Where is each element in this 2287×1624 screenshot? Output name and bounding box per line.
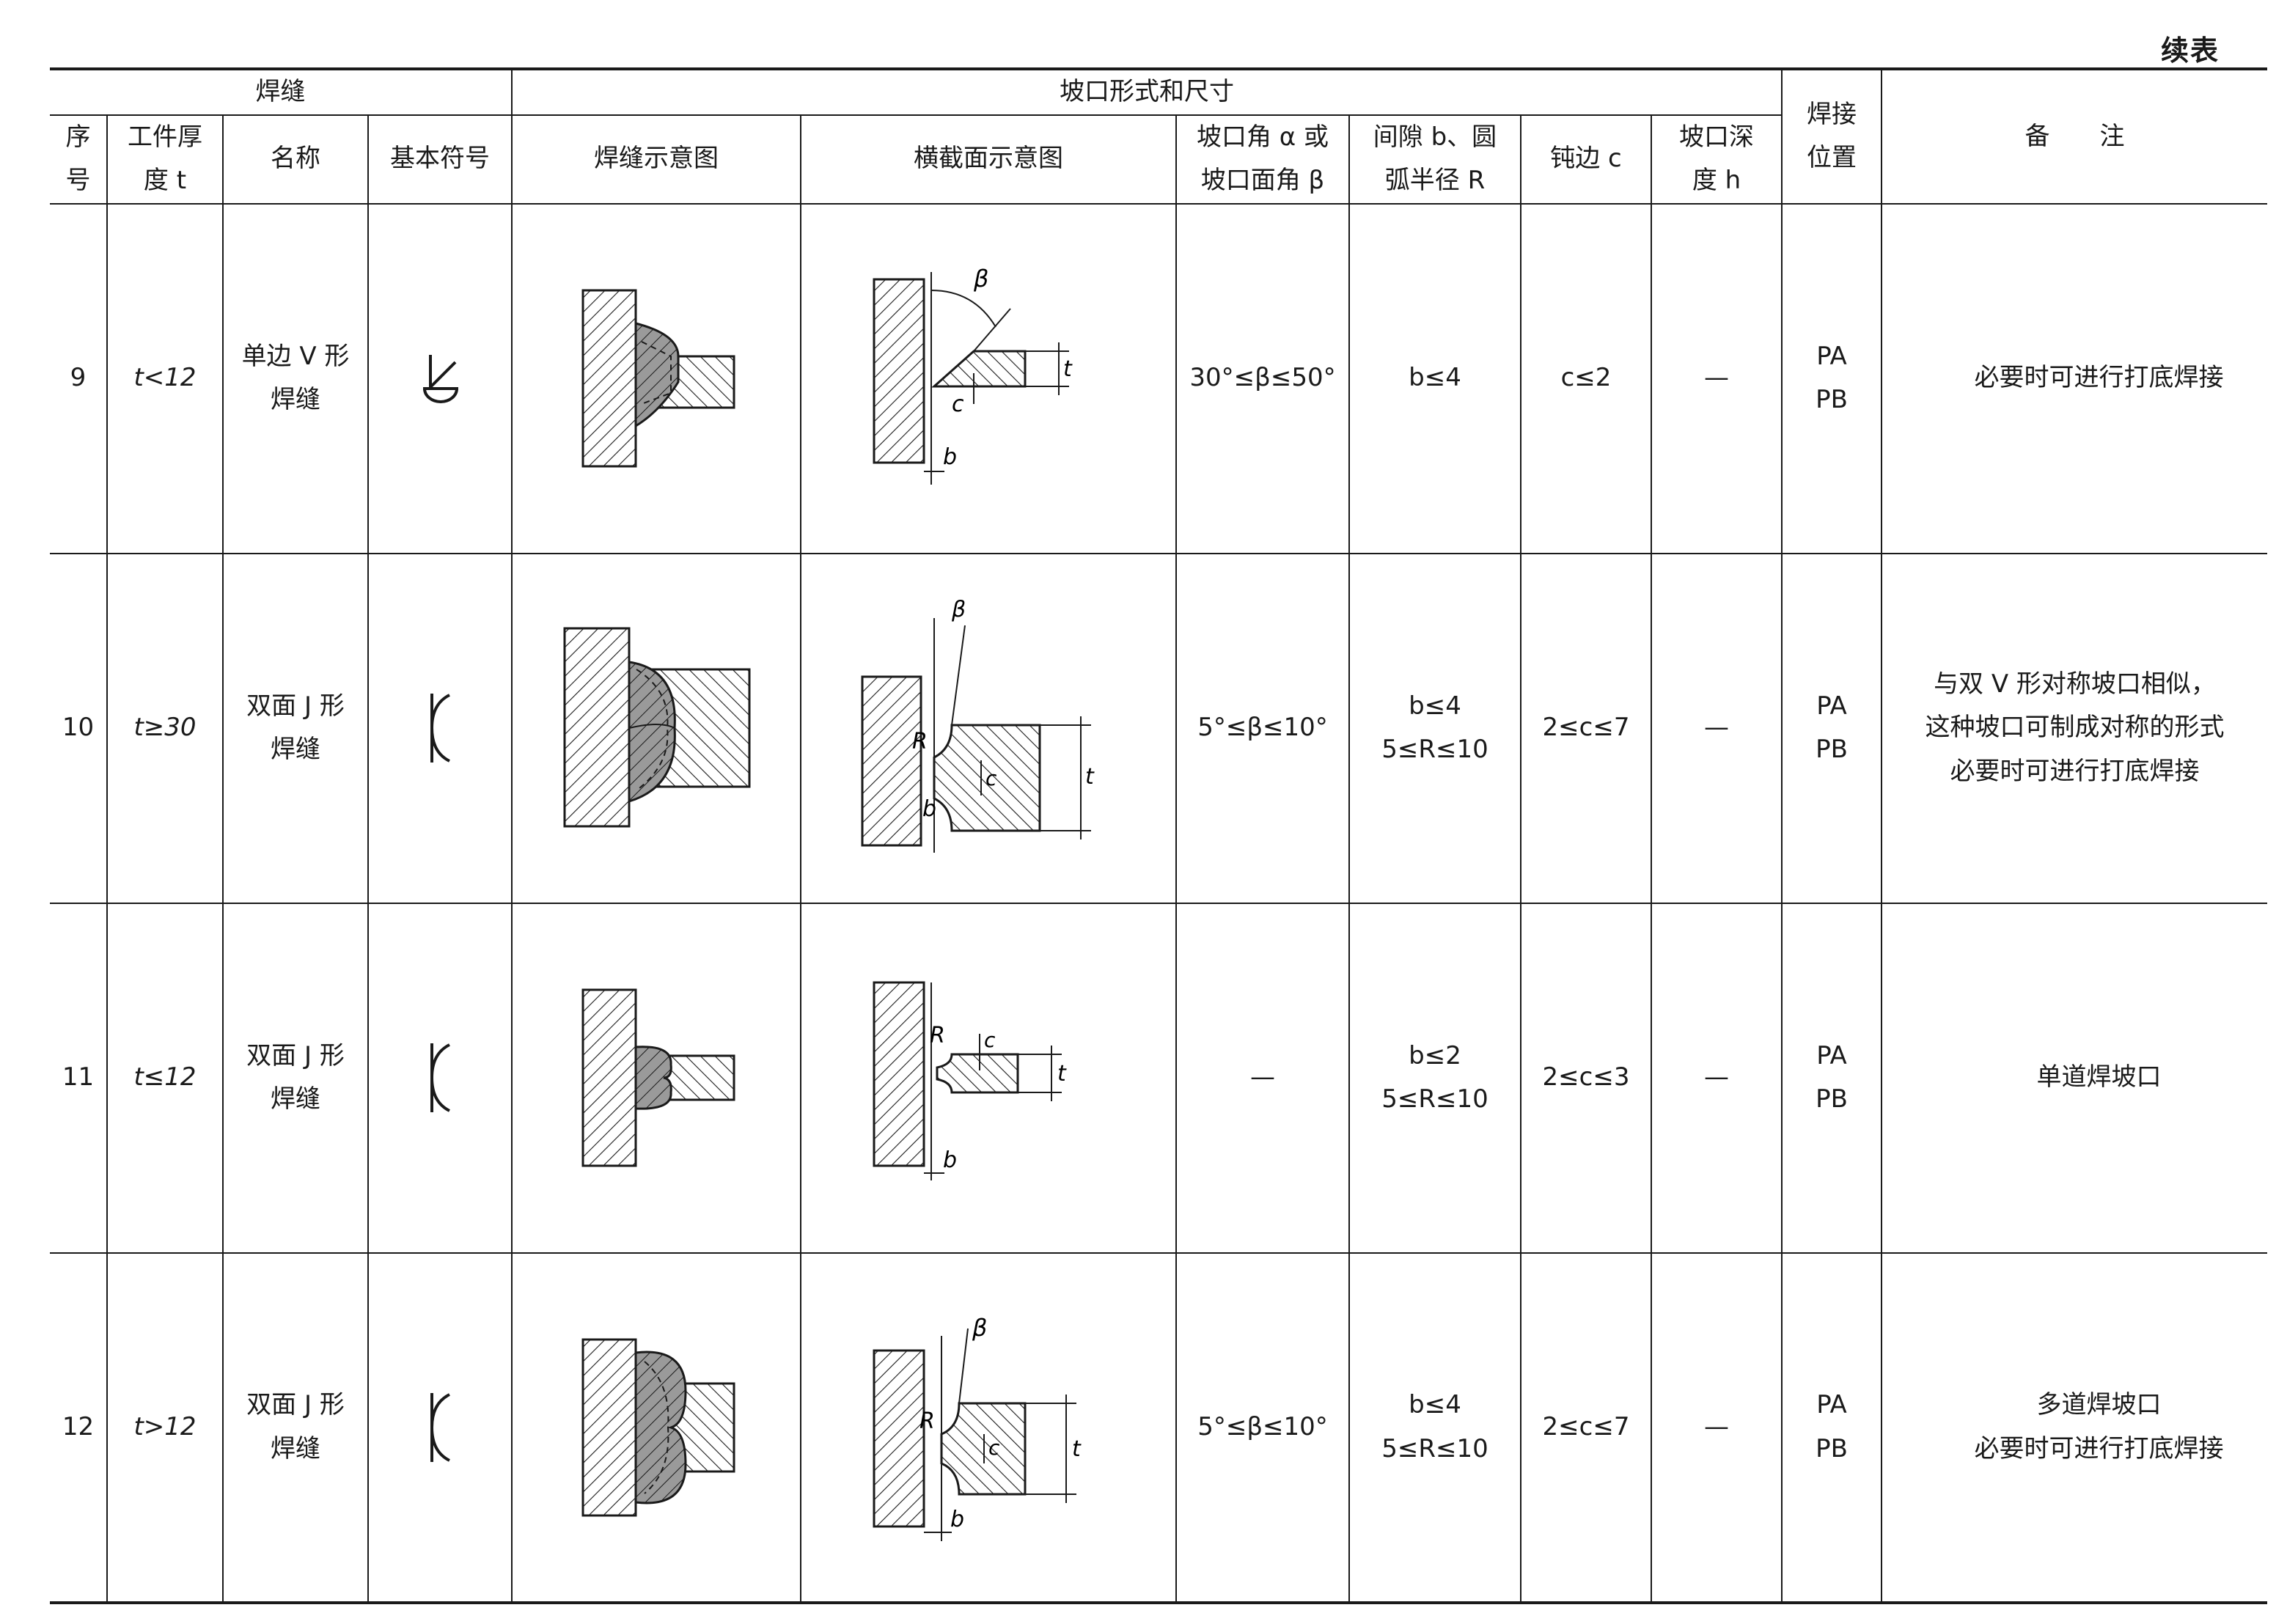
weld-groove-table: 焊缝 坡口形式和尺寸 焊接位置 备 注 序号 工件厚度 t 名称 基本符号 焊缝… — [50, 67, 2267, 1604]
row-remarks: 单道焊坡口 — [1881, 902, 2267, 1254]
row-section-sketch: β t c b — [800, 202, 1177, 554]
r-label: R — [930, 1023, 945, 1048]
t-label: t — [1072, 1436, 1082, 1462]
section-sketch-icon: β t c b — [873, 265, 1073, 485]
table-row: 11 t≤12 双面 J 形焊缝 — [50, 902, 2267, 1254]
r-label: R — [919, 1408, 935, 1434]
section-sketch-icon: R c t b — [873, 981, 1067, 1180]
row-depth: — — [1651, 1252, 1783, 1603]
row-depth: — — [1651, 552, 1783, 904]
beta-label: β — [973, 265, 988, 293]
row-remarks: 与双 V 形对称坡口相似，这种坡口可制成对称的形式必要时可进行打底焊接 — [1881, 552, 2267, 904]
row-section-sketch: R c t b — [800, 902, 1177, 1254]
b-label: b — [922, 796, 936, 822]
row-remarks: 必要时可进行打底焊接 — [1881, 202, 2267, 554]
row-weld-name: 双面 J 形焊缝 — [222, 902, 369, 1254]
header-depth: 坡口深度 h — [1651, 114, 1782, 205]
continued-label: 续表 — [2160, 34, 2220, 67]
table-row: 10 t≥30 双面 J 形焊缝 — [50, 552, 2267, 904]
t-label: t — [1085, 764, 1095, 790]
header-section-sketch: 横截面示意图 — [800, 114, 1177, 205]
row-symbol — [367, 1252, 513, 1603]
b-label: b — [950, 1507, 964, 1532]
c-label: c — [988, 1436, 1000, 1460]
row-symbol — [367, 202, 513, 554]
header-gap: 间隙 b、圆弧半径 R — [1348, 114, 1521, 205]
row-root-face: 2≤c≤3 — [1520, 902, 1652, 1254]
row-thickness: t≥30 — [106, 552, 224, 904]
header-groove-group: 坡口形式和尺寸 — [511, 68, 1783, 116]
table-row: 12 t>12 双面 J 形焊缝 — [50, 1252, 2267, 1603]
section-sketch-icon: β R t c b — [861, 597, 1095, 853]
r-label: R — [912, 729, 928, 754]
row-weld-sketch — [511, 202, 801, 554]
row-angle: — — [1175, 902, 1350, 1254]
row-depth: — — [1651, 902, 1783, 1254]
row-seq: 10 — [50, 552, 108, 904]
header-weld-group: 焊缝 — [50, 68, 513, 116]
row-weld-name: 双面 J 形焊缝 — [222, 1252, 369, 1603]
header-name: 名称 — [222, 114, 369, 205]
row-angle: 5°≤β≤10° — [1175, 552, 1350, 904]
row-thickness: t<12 — [106, 202, 224, 554]
header-seq: 序号 — [50, 114, 108, 205]
b-label: b — [943, 444, 957, 470]
c-label: c — [985, 766, 997, 790]
header-thickness: 工件厚度 t — [106, 114, 224, 205]
beta-label: β — [951, 597, 966, 622]
header-weld-sketch: 焊缝示意图 — [511, 114, 801, 205]
row-weld-sketch — [511, 1252, 801, 1603]
row-seq: 11 — [50, 902, 108, 1254]
row-thickness: t≤12 — [106, 902, 224, 1254]
weld-sketch-icon — [563, 627, 751, 828]
weld-sketch-icon — [581, 289, 735, 468]
single-bevel-symbol-icon — [423, 355, 458, 403]
row-angle: 30°≤β≤50° — [1175, 202, 1350, 554]
row-weld-name: 单边 V 形焊缝 — [222, 202, 369, 554]
row-thickness: t>12 — [106, 1252, 224, 1603]
row-root-face: 2≤c≤7 — [1520, 552, 1652, 904]
row-gap: b≤4 — [1348, 202, 1521, 554]
row-weld-sketch — [511, 552, 801, 904]
double-j-symbol-icon — [430, 694, 450, 763]
row-section-sketch: β R t c b — [800, 552, 1177, 904]
header-angle: 坡口角 α 或坡口面角 β — [1175, 114, 1350, 205]
c-label: c — [984, 1028, 996, 1052]
header-position: 焊接位置 — [1781, 68, 1882, 205]
t-label: t — [1057, 1061, 1067, 1087]
row-angle: 5°≤β≤10° — [1175, 1252, 1350, 1603]
row-section-sketch: β R c t b — [800, 1252, 1177, 1603]
row-root-face: c≤2 — [1520, 202, 1652, 554]
row-remarks: 多道焊坡口必要时可进行打底焊接 — [1881, 1252, 2267, 1603]
weld-sketch-icon — [581, 1338, 735, 1516]
row-symbol — [367, 552, 513, 904]
row-weld-sketch — [511, 902, 801, 1254]
beta-label: β — [972, 1314, 987, 1342]
row-weld-name: 双面 J 形焊缝 — [222, 552, 369, 904]
row-depth: — — [1651, 202, 1783, 554]
row-symbol — [367, 902, 513, 1254]
table-row: 9 t<12 单边 V 形焊缝 — [50, 202, 2267, 554]
header-root-face: 钝边 c — [1520, 114, 1652, 205]
row-seq: 9 — [50, 202, 108, 554]
double-j-symbol-icon — [430, 1392, 450, 1462]
c-label: c — [952, 392, 964, 417]
header-remarks: 备 注 — [1881, 68, 2267, 205]
row-seq: 12 — [50, 1252, 108, 1603]
header-symbol: 基本符号 — [367, 114, 513, 205]
section-sketch-icon: β R c t b — [873, 1314, 1082, 1541]
row-root-face: 2≤c≤7 — [1520, 1252, 1652, 1603]
b-label: b — [943, 1147, 957, 1173]
weld-sketch-icon — [581, 988, 735, 1167]
t-label: t — [1063, 356, 1073, 382]
double-j-symbol-icon — [430, 1043, 450, 1112]
